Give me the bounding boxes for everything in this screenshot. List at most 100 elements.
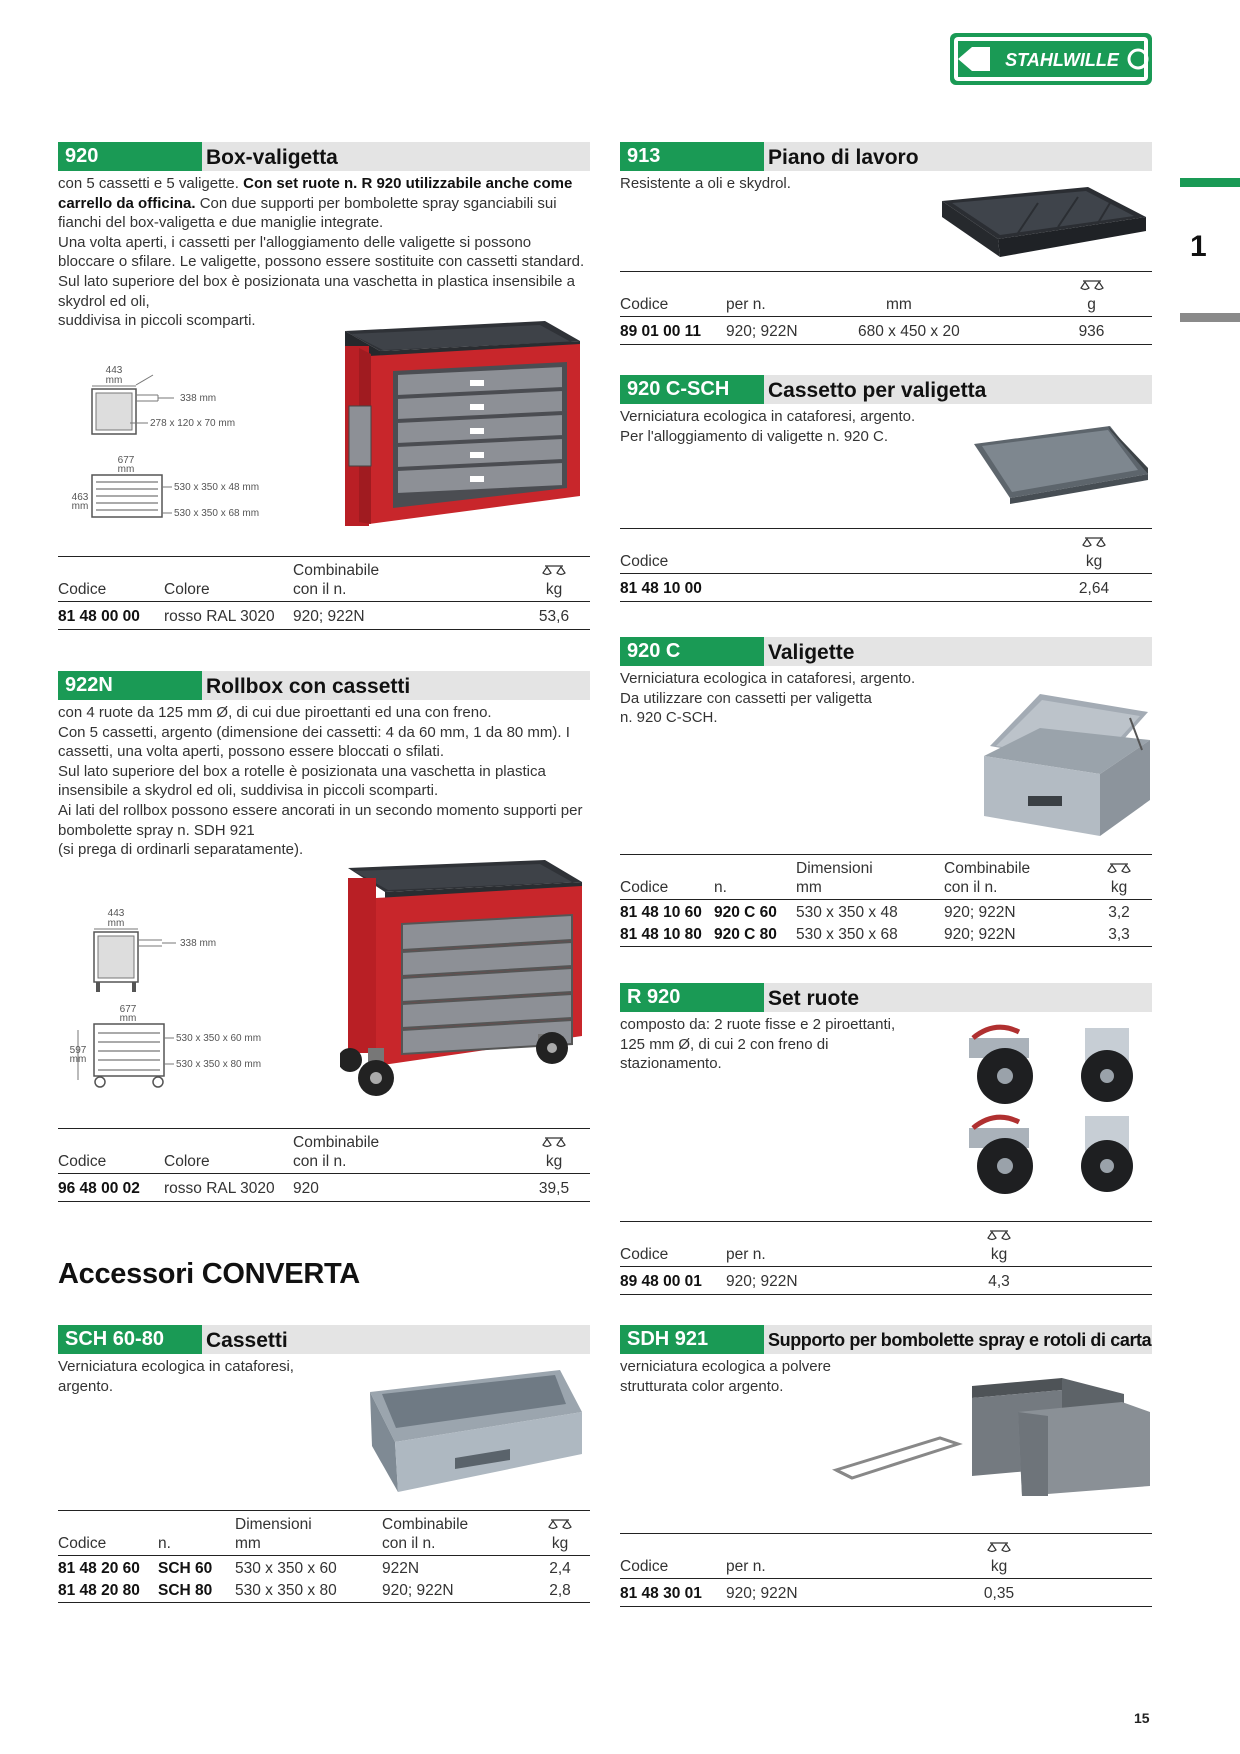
product-description: Verniciatura ecologica in cataforesi, ar… — [58, 1358, 294, 1395]
table-header: Codice kg — [620, 528, 1152, 574]
scale-icon — [542, 565, 566, 576]
table-row: 81 48 00 00 rosso RAL 3020 920; 922N 53,… — [58, 601, 590, 630]
scale-icon — [1107, 863, 1131, 874]
product-description: con 5 cassetti e 5 valigette. Con set ru… — [58, 175, 585, 330]
table-row: 89 48 00 01 920; 922N 4,3 — [620, 1266, 1152, 1295]
svg-text:mm: mm — [118, 464, 135, 475]
table-r-920: Codice per n. kg 89 48 00 01 920; 922N 4… — [620, 1221, 1152, 1295]
svg-text:mm: mm — [72, 501, 89, 512]
svg-text:597: 597 — [70, 1045, 87, 1056]
table-sch-60-80: Codice n. Dimensioni mm Combinabile con … — [58, 1510, 590, 1603]
product-title: Valigette — [768, 641, 855, 664]
valigette-image — [984, 694, 1150, 836]
table-row: 89 01 00 11 920; 922N 680 x 450 x 20 936 — [620, 316, 1152, 345]
table-913: Codice per n. mm g 89 01 00 11 920; 922N… — [620, 271, 1152, 345]
table-row: 81 48 30 01 920; 922N 0,35 — [620, 1578, 1152, 1607]
section-r-920: R 920 Set ruote composto da: 2 ruote fis… — [620, 983, 1152, 1074]
section-920: 920 Box-valigetta con 5 cassetti e 5 val… — [58, 142, 590, 331]
scale-icon — [1079, 280, 1104, 291]
svg-text:278 x 120 x 70 mm: 278 x 120 x 70 mm — [150, 418, 235, 429]
section-header: 920 C Valigette — [620, 637, 1152, 666]
table-sdh-921: Codice per n. kg 81 48 30 01 920; 922N 0… — [620, 1533, 1152, 1607]
svg-text:mm: mm — [120, 1013, 137, 1024]
section-header: 913 Piano di lavoro — [620, 142, 1152, 171]
chapter-bar — [1180, 178, 1240, 187]
product-description: Verniciatura ecologica in cataforesi, ar… — [620, 408, 916, 445]
table-row: 81 48 10 00 2,64 — [620, 573, 1152, 602]
svg-text:mm: mm — [70, 1054, 87, 1065]
product-title: Cassetto per valigetta — [768, 379, 987, 402]
ruote-image — [969, 1024, 1133, 1194]
product-description: Resistente a oli e skydrol. — [620, 175, 791, 192]
table-header: Codice per n. kg — [620, 1533, 1152, 1579]
table-row: 81 48 10 60 920 C 60 530 x 350 x 48 920;… — [620, 904, 1130, 921]
table-920-c-sch: Codice kg 81 48 10 00 2,64 — [620, 528, 1152, 602]
svg-text:530 x 350 x 60 mm: 530 x 350 x 60 mm — [176, 1033, 261, 1044]
table-920-c: Codice n. Dimensioni mm Combinabile con … — [620, 854, 1152, 947]
cassetti-image — [370, 1370, 582, 1492]
table-922n: Codice Colore Combinabile con il n. kg 9… — [58, 1128, 590, 1202]
product-title: Box-valigetta — [206, 146, 338, 169]
product-code: 920 C-SCH — [620, 375, 764, 404]
box-valigetta-image — [345, 321, 580, 526]
section-920-c: 920 C Valigette Verniciatura ecologica i… — [620, 637, 1152, 728]
section-header: SCH 60-80 Cassetti — [58, 1325, 590, 1354]
svg-text:338 mm: 338 mm — [180, 393, 216, 404]
section-sch-60-80: SCH 60-80 Cassetti Verniciatura ecologic… — [58, 1325, 590, 1396]
table-920: Codice Colore Combinabile con il n. kg 8… — [58, 556, 590, 630]
svg-text:mm: mm — [108, 918, 125, 929]
svg-text:677: 677 — [120, 1004, 137, 1015]
stahlwille-logo: STAHLWILLE — [950, 33, 1152, 85]
section-920-c-sch: 920 C-SCH Cassetto per valigetta Vernici… — [620, 375, 1152, 446]
table-header: Codice per n. mm g — [620, 271, 1152, 317]
product-code: SDH 921 — [620, 1325, 764, 1354]
chapter-bar-grey — [1180, 313, 1240, 322]
cassetto-valigetta-image — [974, 426, 1148, 504]
svg-text:530 x 350 x 68 mm: 530 x 350 x 68 mm — [174, 508, 259, 519]
dimension-drawing-920: 443 mm 338 mm 278 x 120 x 70 mm 677 mm 5… — [72, 365, 259, 519]
product-code: 913 — [620, 142, 764, 171]
svg-text:STAHLWILLE: STAHLWILLE — [1005, 50, 1120, 70]
table-header: Codice Colore Combinabile con il n. kg — [58, 1128, 590, 1174]
scale-icon — [987, 1542, 1011, 1553]
section-913: 913 Piano di lavoro Resistente a oli e s… — [620, 142, 1152, 194]
scale-icon — [1082, 537, 1106, 548]
product-title: Cassetti — [206, 1329, 288, 1352]
product-code: 920 C — [620, 637, 764, 666]
section-header: 922N Rollbox con cassetti — [58, 671, 590, 700]
section-header: SDH 921 Supporto per bombolette spray e … — [620, 1325, 1152, 1354]
product-description: verniciatura ecologica a polvere struttu… — [620, 1358, 831, 1395]
table-row: 81 48 10 80 920 C 80 530 x 350 x 68 920;… — [620, 922, 1152, 947]
scale-icon — [548, 1519, 572, 1530]
product-code: SCH 60-80 — [58, 1325, 202, 1354]
table-row: 96 48 00 02 rosso RAL 3020 920 39,5 — [58, 1173, 590, 1202]
rollbox-image — [340, 860, 582, 1096]
product-title: Set ruote — [768, 987, 860, 1010]
section-header: 920 Box-valigetta — [58, 142, 590, 171]
product-title: Rollbox con cassetti — [206, 675, 411, 698]
scale-icon — [542, 1137, 566, 1148]
section-header: 920 C-SCH Cassetto per valigetta — [620, 375, 1152, 404]
section-sdh-921: SDH 921 Supporto per bombolette spray e … — [620, 1325, 1152, 1396]
svg-text:443: 443 — [106, 365, 123, 376]
product-code: 920 — [58, 142, 202, 171]
dimension-drawing-922n: 443 mm 338 mm 677 mm 530 x 350 x 60 mm 5… — [70, 908, 261, 1088]
svg-text:443: 443 — [108, 908, 125, 919]
table-header: Codice n. Dimensioni mm Combinabile con … — [620, 854, 1152, 900]
product-description: Verniciatura ecologica in cataforesi, ar… — [620, 670, 916, 727]
accessori-heading: Accessori CONVERTA — [58, 1258, 360, 1290]
table-header: Codice Colore Combinabile con il n. kg — [58, 556, 590, 602]
piano-image — [942, 187, 1146, 257]
section-922n: 922N Rollbox con cassetti con 4 ruote da… — [58, 671, 590, 860]
svg-text:530 x 350 x 48 mm: 530 x 350 x 48 mm — [174, 482, 259, 493]
supporto-image — [832, 1378, 1150, 1496]
table-row: 81 48 20 80 SCH 80 530 x 350 x 80 920; 9… — [58, 1578, 590, 1603]
svg-text:463: 463 — [72, 492, 89, 503]
table-header: Codice n. Dimensioni mm Combinabile con … — [58, 1510, 590, 1556]
chapter-number: 1 — [1190, 230, 1207, 263]
product-title: Supporto per bombolette spray e rotoli d… — [768, 1330, 1152, 1350]
product-code: R 920 — [620, 983, 764, 1012]
product-description: composto da: 2 ruote fisse e 2 piroettan… — [620, 1016, 896, 1073]
page-number: 15 — [1134, 1710, 1150, 1726]
product-title: Piano di lavoro — [768, 146, 919, 169]
